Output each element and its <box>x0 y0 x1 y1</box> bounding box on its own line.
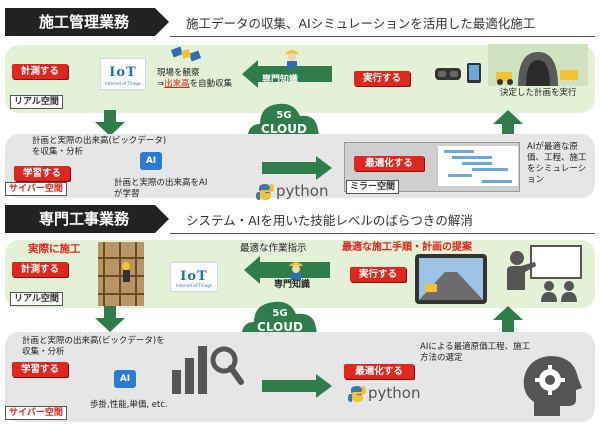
real-space-label-2: リアル空間 <box>10 292 63 306</box>
worker-icon-2 <box>289 262 303 280</box>
learn-button-1[interactable]: 学習する <box>14 166 70 181</box>
collect-analyze-text-2: 計画と実際の出来高(ビックデータ)を収集・分析 <box>22 336 165 357</box>
optimize-button-2[interactable]: 最適化する <box>344 364 414 379</box>
construction-site-image <box>488 44 588 86</box>
measure-button-2[interactable]: 計測する <box>12 262 68 277</box>
section2-title-text: 専門工事業務 <box>39 210 130 228</box>
left-arrow-expert-2 <box>244 256 330 284</box>
optimal-instruction-text: 最適な作業指示 <box>240 243 307 254</box>
iot-logo-subtext: Internet of Things <box>105 81 141 86</box>
cloud-5g-text-2: 5G <box>272 308 288 319</box>
real-space-label-1: リアル空間 <box>10 95 63 109</box>
section1-description: 施工データの収集、AIシミュレーションを活用した最適化施工 <box>186 16 536 31</box>
cloud-text-1: CLOUD <box>261 122 307 136</box>
actual-construction-label: 実際に施工 <box>28 243 81 255</box>
right-arrow-1 <box>262 156 332 180</box>
arrow-symbol: ⇒ <box>157 79 165 89</box>
down-arrow-2 <box>95 306 125 332</box>
python-logo-icon-1 <box>256 184 274 200</box>
expert-knowledge-text-1: 専門知識 <box>262 75 299 85</box>
gantt-chart-image <box>438 146 518 186</box>
python-text-1: python <box>276 182 329 200</box>
section1-title-arrow <box>155 8 169 36</box>
section2-underline <box>170 233 595 234</box>
worker-icon-1 <box>285 50 299 68</box>
expert-knowledge-text-2: 専門知識 <box>274 280 311 290</box>
ai-selection-text: AIによる最適原価工程、施工方法の選定 <box>420 342 531 363</box>
ai-simulation-text: AIが最適な原価、工程、施工をシミュレーション <box>527 142 587 185</box>
auto-collect-suffix: を自動収集 <box>189 79 233 89</box>
items-text: 歩掛,性能,単価, etc. <box>90 400 168 410</box>
presentation-icon <box>507 245 582 302</box>
collect-analyze-text-1: 計画と実際の出来高(ビックデータ)を収集・分析 <box>32 136 167 157</box>
cyber-space-label-2: サイバー空間 <box>5 406 67 420</box>
left-arrow-expert-1 <box>242 60 332 88</box>
iot-logo-2: IoT Internet of Things <box>170 262 218 292</box>
ai-learn-text: 計画と実際の出来高をAIが学習 <box>114 178 208 199</box>
proposal-text: 最適な施工手順・計画の提案 <box>342 242 472 253</box>
cloud-text-2: CLOUD <box>257 320 303 334</box>
ai-badge-1: AI <box>140 152 162 170</box>
up-arrow-1 <box>493 110 523 136</box>
cloud-5g-text-1: 5G <box>276 110 292 121</box>
tablet-icon <box>467 63 481 83</box>
scaffold-worker-photo <box>98 242 144 306</box>
measure-button-1[interactable]: 計測する <box>12 64 68 79</box>
brain-gears-icon <box>523 356 582 416</box>
ai-badge-2: AI <box>114 370 136 388</box>
analysis-chart-icon <box>172 346 244 394</box>
python-text-2: python <box>368 384 421 402</box>
section2-title-arrow <box>155 205 169 233</box>
section1-underline <box>170 36 595 37</box>
cyber-space-label-1: サイバー空間 <box>5 182 67 196</box>
cyber-space-panel-2 <box>5 332 595 422</box>
execute-button-2[interactable]: 実行する <box>350 267 406 282</box>
down-arrow-1 <box>95 110 125 136</box>
tablet-road-photo <box>415 254 487 304</box>
section2-description: システム・AIを用いた技能レベルのばらつきの解消 <box>186 213 473 228</box>
satellite-icon <box>170 46 202 62</box>
iot-logo-subtext: Internet of Things <box>176 283 212 288</box>
python-logo-icon-2 <box>348 386 366 402</box>
right-arrow-2 <box>262 374 332 398</box>
optimize-button-1[interactable]: 最適化する <box>354 156 424 171</box>
auto-collect-text: ⇒出来高を自動収集 <box>157 79 232 90</box>
section1-title-text: 施工管理業務 <box>39 13 130 31</box>
section1-title: 施工管理業務 <box>5 8 155 36</box>
mirror-space-label: ミラー空間 <box>346 180 400 194</box>
execute-plan-caption: 決定した計画を実行 <box>500 88 577 98</box>
vr-goggles-icon <box>435 68 461 80</box>
site-observe-text: 現場を観察 <box>157 68 200 78</box>
iot-logo-1: IoT Internet of Things <box>100 58 146 90</box>
iot-logo-text: IoT <box>109 65 137 80</box>
iot-logo-text: IoT <box>180 269 208 284</box>
up-arrow-2 <box>493 306 523 332</box>
execute-button-1[interactable]: 実行する <box>354 71 410 86</box>
output-volume-word: 出来高 <box>164 79 190 89</box>
section2-title: 専門工事業務 <box>5 205 155 233</box>
learn-button-2[interactable]: 学習する <box>12 362 68 377</box>
